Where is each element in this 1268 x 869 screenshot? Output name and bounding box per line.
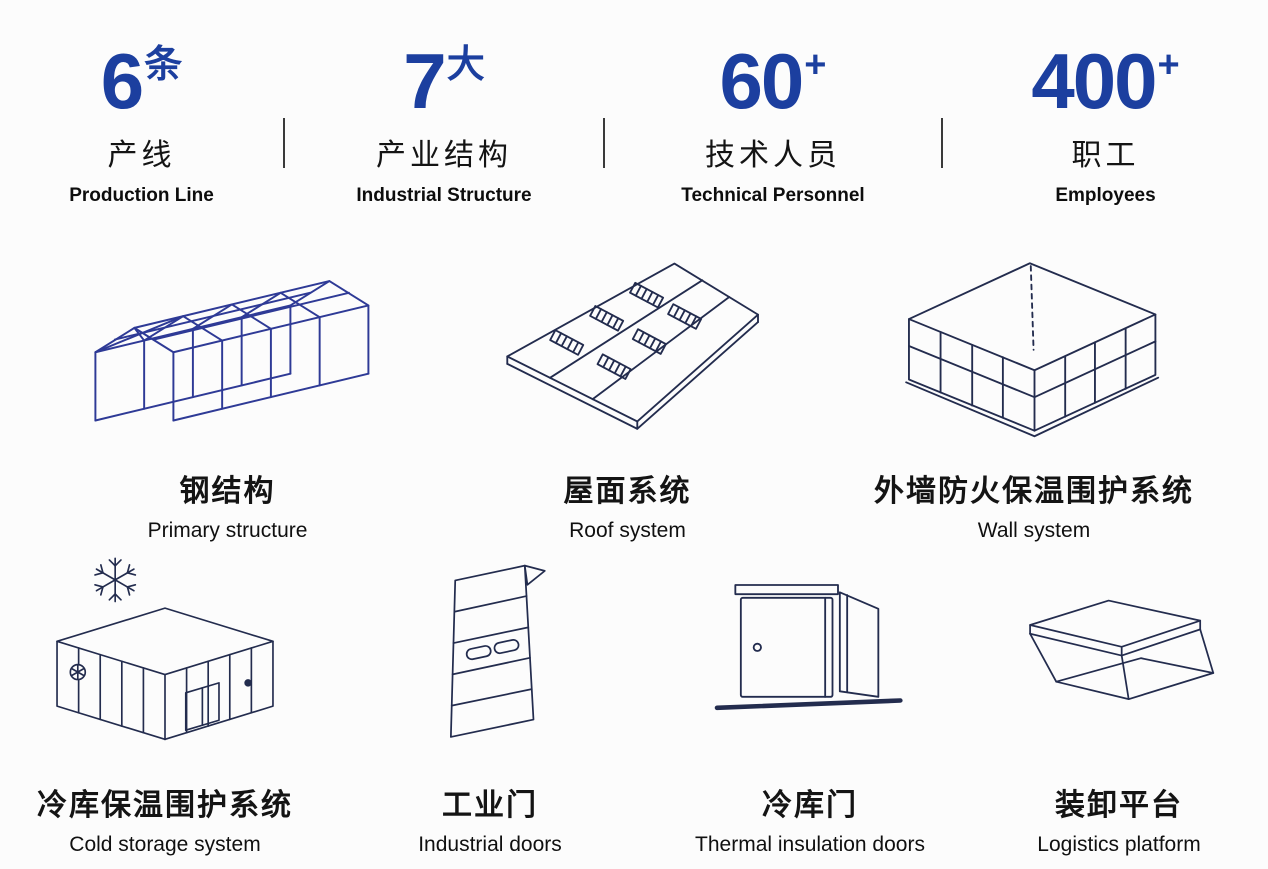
industrial-door-illustration <box>416 550 564 750</box>
stat-industrial-structure: 7 大 产业结构 Industrial Structure <box>285 42 603 207</box>
dock-leveler-illustration <box>1017 550 1222 750</box>
vertical-divider <box>283 118 285 168</box>
wall-system-illustration <box>895 245 1174 440</box>
stat-label-en: Employees <box>1055 185 1156 206</box>
product-card-logistics-platform: 装卸平台 Logistics platform <box>970 550 1268 857</box>
product-name-zh: 冷库保温围护系统 <box>37 789 293 822</box>
stat-label-zh: 技术人员 <box>705 139 841 172</box>
product-name-zh: 工业门 <box>442 789 538 822</box>
product-name-en: Industrial doors <box>418 833 562 856</box>
product-name-zh: 屋面系统 <box>563 475 692 508</box>
stats-strip: 6 条 产线 Production Line 7 大 产业结构 Industri… <box>0 42 1268 207</box>
product-name-en: Primary structure <box>147 519 308 542</box>
stat-number: 400 <box>1031 37 1157 125</box>
stat-number: 60 <box>719 37 805 125</box>
vertical-divider <box>603 118 605 168</box>
product-card-industrial-door: 工业门 Industrial doors <box>330 550 650 857</box>
product-name-en: Cold storage system <box>69 833 261 856</box>
product-name-zh: 冷库门 <box>762 789 858 822</box>
stat-production-line: 6 条 产线 Production Line <box>0 42 283 207</box>
products-row-1: 钢结构 Primary structure <box>0 245 1268 543</box>
stat-label-en: Industrial Structure <box>356 185 532 206</box>
stat-number: 7 <box>403 37 446 125</box>
product-card-steel-structure: 钢结构 Primary structure <box>0 245 455 543</box>
stat-number-group: 6 条 <box>101 42 182 120</box>
stat-number: 6 <box>100 37 144 125</box>
steel-structure-illustration <box>73 245 383 440</box>
stat-label-zh: 职工 <box>1071 139 1140 172</box>
product-name-en: Wall system <box>977 519 1091 542</box>
stat-employees: 400 + 职工 Employees <box>943 42 1268 207</box>
cold-storage-door-illustration <box>704 550 917 750</box>
product-name-zh: 钢结构 <box>179 475 276 508</box>
products-row-2: 冷库保温围护系统 Cold storage system 工业门 Industr… <box>0 550 1268 857</box>
product-name-en: Logistics platform <box>1037 833 1201 856</box>
product-card-cold-storage-door: 冷库门 Thermal insulation doors <box>650 550 970 857</box>
cold-storage-illustration <box>40 550 290 750</box>
product-card-roof-system: 屋面系统 Roof system <box>455 245 800 543</box>
stat-number-suffix: + <box>1157 44 1180 86</box>
stat-label-zh: 产线 <box>107 139 176 172</box>
stat-number-suffix: + <box>804 44 827 86</box>
product-card-cold-storage: 冷库保温围护系统 Cold storage system <box>0 550 330 857</box>
stat-label-zh: 产业结构 <box>376 139 512 172</box>
stat-technical-personnel: 60 + 技术人员 Technical Personnel <box>605 42 941 207</box>
roof-system-illustration <box>483 245 773 440</box>
stat-number-group: 7 大 <box>403 42 484 120</box>
product-name-zh: 外墙防火保温围护系统 <box>874 475 1194 508</box>
product-card-wall-system: 外墙防火保温围护系统 Wall system <box>800 245 1268 543</box>
stat-number-group: 60 + <box>720 42 827 120</box>
product-name-en: Roof system <box>569 519 686 542</box>
stat-number-group: 400 + <box>1031 42 1179 120</box>
stat-label-en: Production Line <box>69 185 214 206</box>
product-name-en: Thermal insulation doors <box>695 833 925 856</box>
vertical-divider <box>941 118 943 168</box>
stat-number-suffix: 条 <box>144 44 183 86</box>
stat-number-suffix: 大 <box>446 44 485 86</box>
stat-label-en: Technical Personnel <box>681 185 865 206</box>
product-name-zh: 装卸平台 <box>1055 789 1183 822</box>
